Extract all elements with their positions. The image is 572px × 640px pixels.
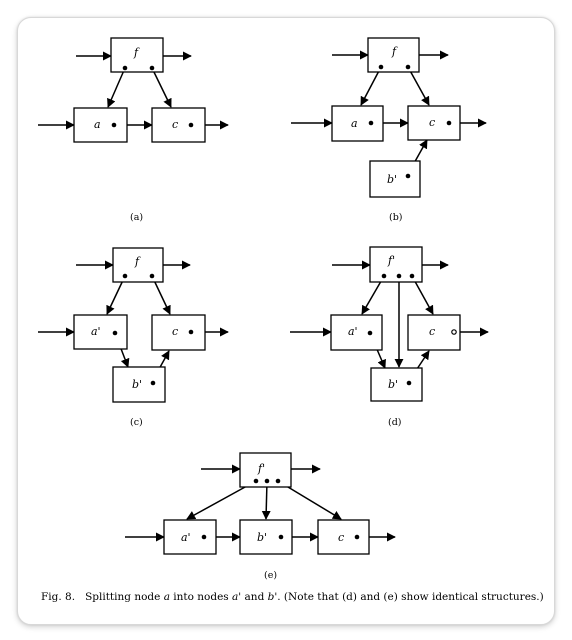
panel-c: f a' c b' (c)	[38, 247, 229, 428]
node-f: f	[110, 37, 164, 73]
pointer-dot	[451, 329, 457, 335]
node-f-prime: f'	[369, 246, 423, 283]
node-a: a	[73, 107, 128, 143]
panel-label: (c)	[130, 417, 143, 428]
caption-text-2: into nodes	[169, 591, 233, 603]
panel-b: f a c b' (b)	[291, 37, 487, 223]
node-f-prime: f'	[239, 452, 292, 488]
pointer-dot	[405, 173, 411, 179]
caption-text-4: . (Note that (d) and (e) show identical …	[277, 591, 544, 603]
node-b-prime: b'	[370, 367, 423, 402]
node-label: f'	[257, 462, 265, 475]
edge-f-c	[151, 67, 172, 108]
caption-var-a: a	[163, 591, 170, 603]
pointer-dot	[150, 380, 156, 386]
pointer-dot	[406, 380, 412, 386]
pointer-dot	[396, 273, 402, 279]
node-label: c	[338, 531, 344, 544]
pointer-dot	[409, 273, 415, 279]
pointer-dot	[381, 273, 387, 279]
caption-var-a-prime: a'	[232, 591, 242, 603]
node-label: f	[133, 46, 140, 59]
figure-card: f a c (a) f	[17, 17, 555, 625]
node-b-prime: b'	[112, 366, 166, 403]
panel-a: f a c (a)	[38, 37, 229, 223]
figure-caption: Fig. 8. Splitting node a into nodes a' a…	[41, 591, 551, 603]
pointer-dot	[278, 534, 284, 540]
caption-text-1: Splitting node	[85, 591, 164, 603]
edge-f-a	[360, 66, 382, 106]
panel-label: (b)	[389, 212, 403, 223]
node-label: b'	[388, 378, 398, 391]
pointer-dot	[122, 65, 128, 71]
node-label: c	[172, 118, 178, 131]
node-label: b'	[257, 531, 267, 544]
pointer-dot	[446, 120, 452, 126]
pointer-dot	[368, 120, 374, 126]
pointer-dot	[367, 330, 373, 336]
node-a-prime: a'	[330, 314, 383, 351]
pointer-dot	[112, 330, 118, 336]
node-label: a'	[348, 325, 358, 338]
pointer-dot	[253, 478, 259, 484]
pointer-dot	[275, 478, 281, 484]
node-c: c	[407, 314, 461, 351]
node-b-prime: b'	[239, 519, 293, 555]
caption-text-3: and	[241, 591, 268, 603]
pointer-dot	[111, 122, 117, 128]
node-label: a'	[91, 325, 101, 338]
edge-f-c	[407, 66, 430, 106]
node-label: f'	[387, 254, 395, 267]
node-label: a	[351, 117, 358, 130]
node-label: f	[391, 45, 398, 58]
pointer-dot	[149, 65, 155, 71]
panel-label: (a)	[130, 212, 143, 223]
node-label: a	[94, 118, 101, 131]
node-a: a	[331, 105, 384, 142]
pointer-dot	[264, 478, 270, 484]
node-f: f	[367, 37, 420, 73]
node-label: c	[429, 325, 435, 338]
edge-f-a	[107, 67, 126, 108]
panel-label: (d)	[388, 417, 402, 428]
pointer-dot	[188, 329, 194, 335]
pointer-dot	[378, 64, 384, 70]
node-a-prime: a'	[73, 314, 128, 350]
caption-var-b-prime: b'	[267, 591, 278, 603]
panel-label: (e)	[264, 570, 277, 581]
node-c: c	[317, 519, 370, 555]
node-label: c	[172, 325, 178, 338]
node-b-prime: b'	[369, 160, 421, 198]
pointer-dot	[201, 534, 207, 540]
pointer-dot	[405, 64, 411, 70]
node-a-prime: a'	[163, 519, 217, 555]
node-label: b'	[387, 173, 397, 186]
pointer-dot	[188, 122, 194, 128]
node-c: c	[407, 105, 461, 141]
node-c: c	[151, 107, 206, 143]
pointer-dot	[354, 534, 360, 540]
figure-number: Fig. 8.	[41, 591, 76, 603]
panel-d: f' a' c b' (d)	[290, 246, 489, 428]
node-f: f	[112, 247, 164, 283]
pointer-dot	[149, 273, 155, 279]
node-label: b'	[132, 378, 142, 391]
pointer-dot	[122, 273, 128, 279]
node-c: c	[151, 314, 206, 351]
figure-canvas: f a c (a) f	[38, 37, 489, 581]
panel-e: f' a' b' c (e)	[125, 452, 396, 581]
node-label: a'	[181, 531, 191, 544]
node-label: f	[134, 255, 141, 268]
node-label: c	[429, 116, 435, 129]
